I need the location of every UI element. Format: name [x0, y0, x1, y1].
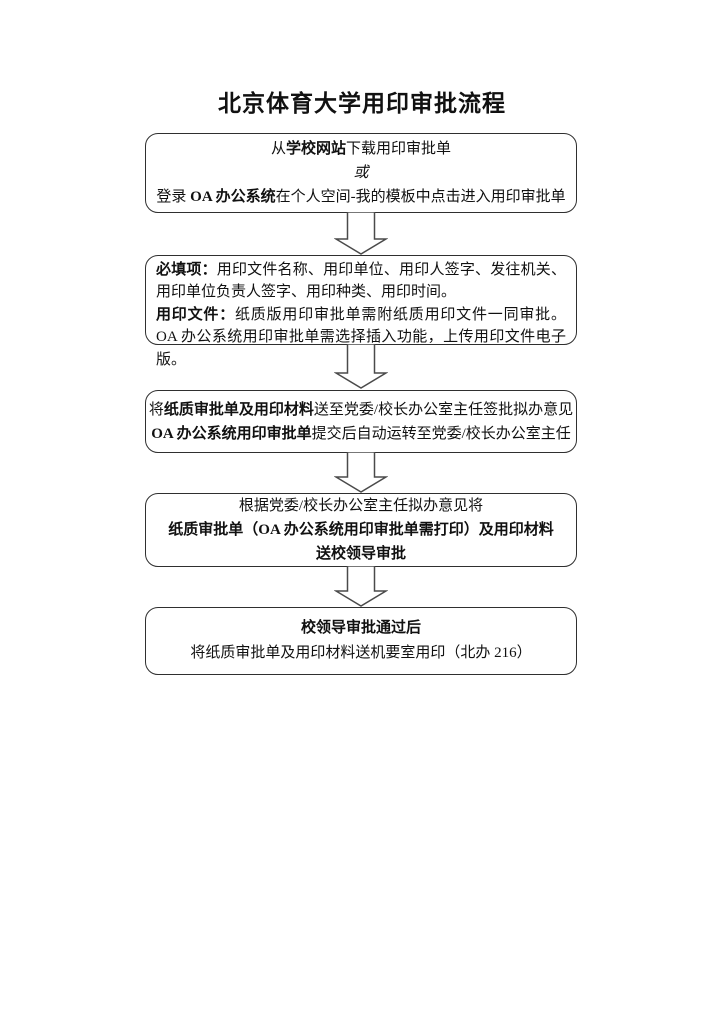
- flow-step-5-seal-at-office: 校领导审批通过后 将纸质审批单及用印材料送机要室用印（北办 216）: [145, 607, 577, 675]
- flow-step-1-line-2: 或: [146, 161, 576, 185]
- down-arrow-icon: [334, 566, 388, 607]
- page-title: 北京体育大学用印审批流程: [218, 90, 506, 116]
- text-segment-bold: OA 办公系统: [190, 189, 276, 205]
- flow-step-2-paragraph-2: 用印文件：纸质版用印审批单需附纸质用印文件一同审批。OA 办公系统用印审批单需选…: [156, 304, 566, 371]
- flow-step-2-paragraph-1: 必填项：用印文件名称、用印单位、用印人签字、发往机关、用印单位负责人签字、用印种…: [156, 259, 566, 304]
- flow-step-4-send-to-leaders: 根据党委/校长办公室主任拟办意见将 纸质审批单（OA 办公系统用印审批单需打印）…: [145, 493, 577, 567]
- flow-step-4-line-1: 根据党委/校长办公室主任拟办意见将: [146, 494, 576, 518]
- text-segment: 登录: [156, 189, 191, 205]
- text-segment: 提交后自动运转至党委/校长办公室主任: [311, 425, 571, 442]
- flow-step-4-line-2: 纸质审批单（OA 办公系统用印审批单需打印）及用印材料: [146, 518, 576, 542]
- flow-step-3-submit-to-office-director: 将纸质审批单及用印材料送至党委/校长办公室主任签批拟办意见 OA 办公系统用印审…: [145, 390, 577, 453]
- flow-step-5-line-1: 校领导审批通过后: [146, 616, 576, 641]
- text-segment-bold: 纸质审批单及用印材料: [163, 401, 314, 418]
- text-segment: 在个人空间-我的模板中点击进入用印审批单: [275, 189, 566, 205]
- flow-step-2-required-fields: 必填项：用印文件名称、用印单位、用印人签字、发往机关、用印单位负责人签字、用印种…: [145, 255, 577, 368]
- flow-step-4-line-3: 送校领导审批: [146, 542, 576, 566]
- text-segment: 从: [270, 141, 286, 157]
- down-arrow-icon: [334, 452, 388, 493]
- text-segment: 将: [148, 401, 164, 418]
- text-segment: 纸质版用印审批单需附纸质用印文件一同审批。OA 办公系统用印审批单需选择插入功能…: [156, 306, 566, 368]
- flow-step-1-line-3: 登录 OA 办公系统在个人空间-我的模板中点击进入用印审批单: [146, 185, 576, 209]
- text-segment-bold: 学校网站: [285, 141, 346, 157]
- text-segment: 用印文件名称、用印单位、用印人签字、发往机关、用印单位负责人签字、用印种类、用印…: [156, 262, 566, 301]
- text-segment-italic: 或: [353, 165, 369, 181]
- flow-step-3-line-2: OA 办公系统用印审批单提交后自动运转至党委/校长办公室主任: [146, 422, 576, 446]
- text-segment: 将纸质审批单及用印材料送机要室用印（北办 216）: [190, 645, 532, 661]
- text-segment-bold: 送校领导审批: [315, 546, 406, 562]
- flow-step-5-line-2: 将纸质审批单及用印材料送机要室用印（北办 216）: [146, 641, 576, 666]
- down-arrow-icon: [334, 344, 388, 389]
- text-segment-bold: 纸质审批单（OA 办公系统用印审批单需打印）及用印材料: [168, 522, 554, 538]
- flow-step-3-line-1: 将纸质审批单及用印材料送至党委/校长办公室主任签批拟办意见: [146, 398, 576, 422]
- text-segment: 根据党委/校长办公室主任拟办意见将: [238, 498, 484, 514]
- text-segment-bold: OA 办公系统用印审批单: [151, 425, 312, 442]
- flow-step-1-line-1: 从学校网站下载用印审批单: [146, 137, 576, 161]
- text-segment-bold: 必填项：: [156, 262, 217, 278]
- text-segment-bold: 校领导审批通过后: [300, 620, 421, 636]
- down-arrow-icon: [334, 212, 388, 255]
- flow-step-1-download-form: 从学校网站下载用印审批单 或 登录 OA 办公系统在个人空间-我的模板中点击进入…: [145, 133, 577, 213]
- text-segment: 下载用印审批单: [346, 141, 452, 157]
- text-segment-bold: 用印文件：: [156, 306, 235, 323]
- text-segment: 送至党委/校长办公室主任签批拟办意见: [313, 401, 574, 418]
